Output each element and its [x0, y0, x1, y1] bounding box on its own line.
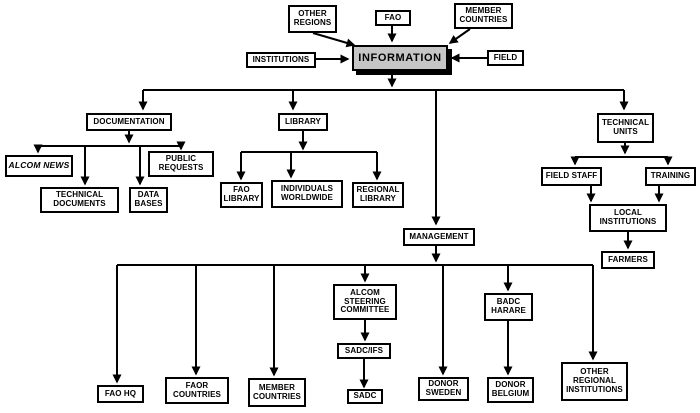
node-management: MANAGEMENT: [403, 228, 475, 246]
node-individuals-worldwide: INDIVIDUALS WORLDWIDE: [271, 180, 343, 208]
node-regional-library: REGIONAL LIBRARY: [352, 182, 404, 208]
node-sadc-ifs: SADC/IFS: [337, 343, 391, 359]
node-field: FIELD: [487, 50, 524, 66]
node-other-regions: OTHER REGIONS: [288, 5, 337, 33]
node-fao-hq: FAO HQ: [97, 385, 144, 403]
node-sadc: SADC: [347, 389, 383, 404]
node-donor-sweden: DONOR SWEDEN: [418, 377, 469, 401]
node-fao-library: FAO LIBRARY: [220, 182, 263, 208]
node-public-requests: PUBLIC REQUESTS: [148, 151, 214, 177]
node-technical-units: TECHNICAL UNITS: [597, 113, 654, 143]
node-documentation: DOCUMENTATION: [86, 113, 172, 131]
connectors: [33, 26, 673, 389]
node-library: LIBRARY: [278, 113, 328, 131]
node-training: TRAINING: [645, 167, 696, 186]
node-member-countries-top: MEMBER COUNTRIES: [454, 3, 513, 29]
node-faor-countries: FAOR COUNTRIES: [165, 377, 229, 404]
node-fao: FAO: [375, 10, 411, 26]
node-technical-documents: TECHNICAL DOCUMENTS: [40, 187, 119, 213]
node-alcom-news: ALCOM NEWS: [5, 155, 73, 177]
node-institutions: INSTITUTIONS: [246, 52, 316, 68]
node-field-staff: FIELD STAFF: [541, 167, 602, 186]
node-donor-belgium: DONOR BELGIUM: [487, 377, 534, 403]
node-member-countries-bottom: MEMBER COUNTRIES: [248, 378, 306, 407]
node-data-bases: DATA BASES: [129, 187, 168, 213]
node-information: INFORMATION: [352, 45, 448, 71]
node-other-regional-institutions: OTHER REGIONAL INSTITUTIONS: [561, 362, 628, 401]
node-local-institutions: LOCAL INSTITUTIONS: [589, 204, 667, 232]
node-badc-harare: BADC HARARE: [484, 293, 533, 321]
node-farmers: FARMERS: [601, 251, 655, 269]
node-alcom-steering-committee: ALCOM STEERING COMMITTEE: [333, 284, 397, 320]
